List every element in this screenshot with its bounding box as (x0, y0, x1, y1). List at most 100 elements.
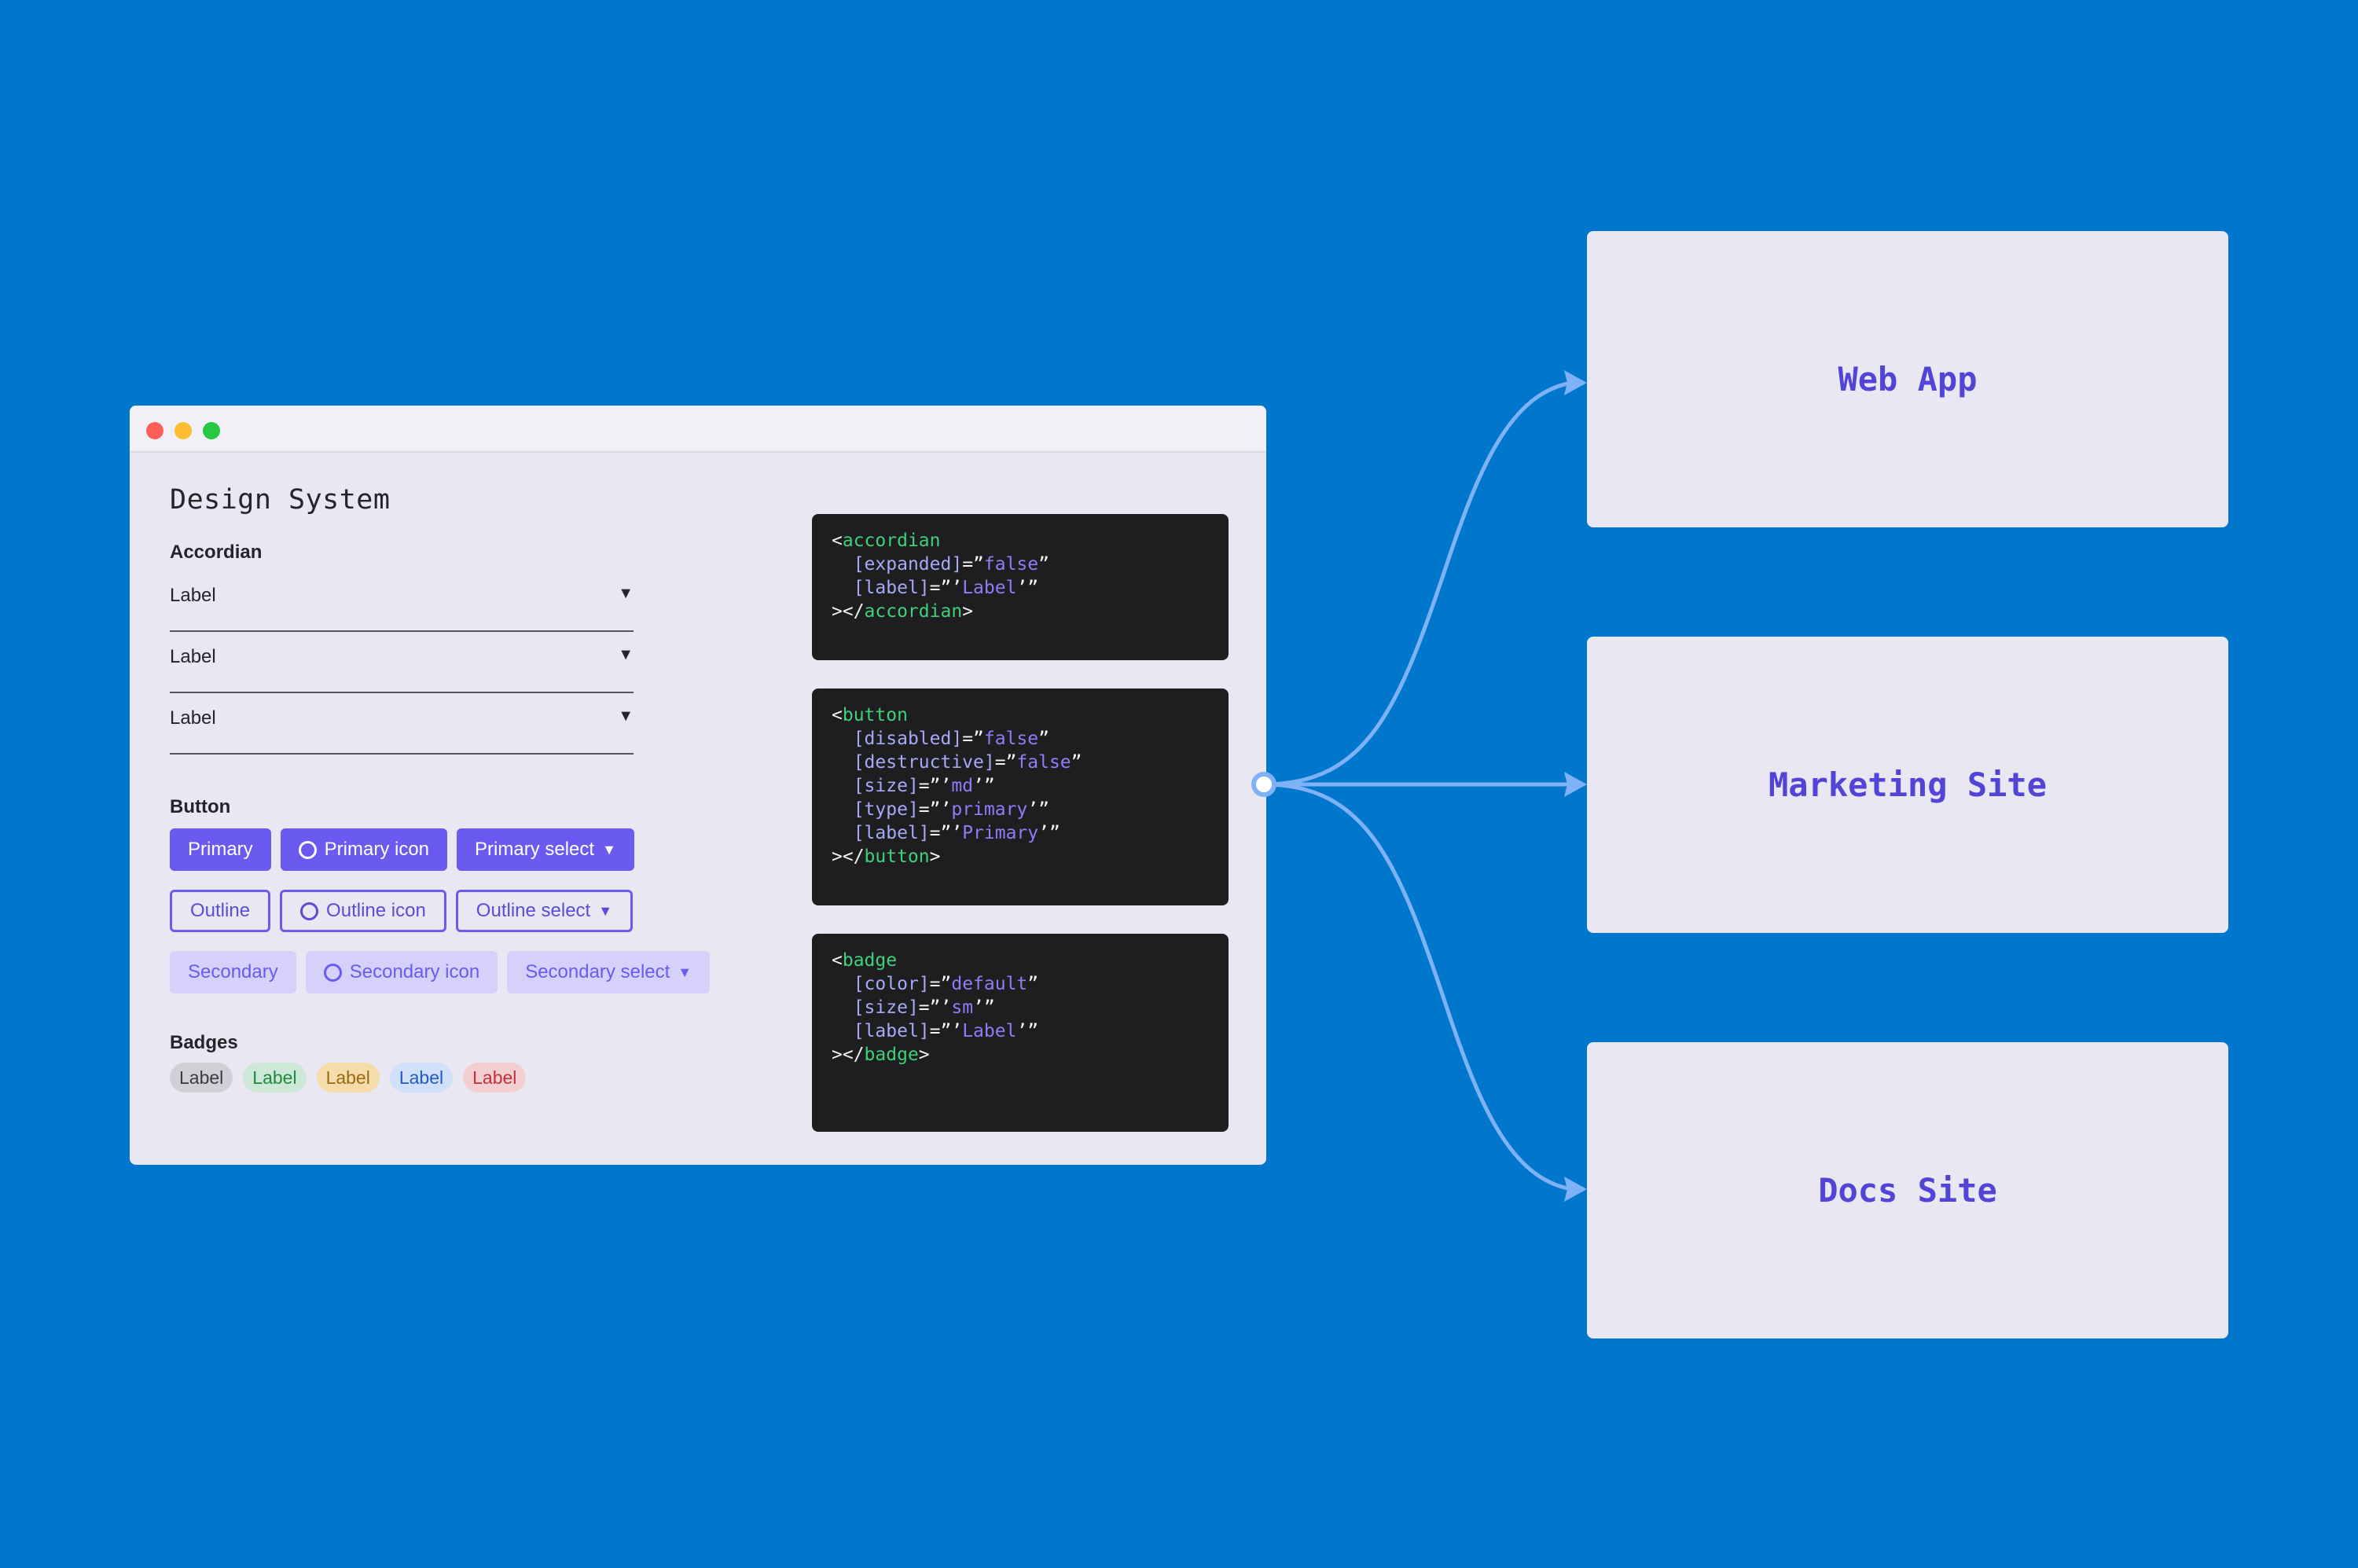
page-title: Design System (170, 484, 391, 516)
code-punct: ’” (1027, 799, 1049, 820)
caret-down-icon: ▼ (618, 585, 634, 602)
badges-heading: Badges (170, 1032, 238, 1053)
secondary-button[interactable]: Secondary (170, 951, 296, 993)
code-punct: ” (1027, 974, 1039, 994)
circle-icon (323, 963, 342, 982)
arrowhead-icon (1564, 772, 1587, 797)
code-value: false (983, 729, 1039, 749)
code-punct: ’” (1016, 578, 1039, 598)
code-punct: =” (962, 729, 984, 749)
code-tag: accordian (864, 601, 963, 622)
button-label: Outline select (476, 900, 591, 921)
code-value: primary (951, 799, 1028, 820)
code-value: Primary (962, 823, 1039, 843)
code-attr: [expanded] (853, 554, 963, 575)
badge-yellow: Label (316, 1063, 380, 1092)
code-punct: ’” (973, 776, 995, 796)
accordion-item[interactable]: Label ▼ (170, 633, 634, 693)
outline-icon-button[interactable]: Outline icon (280, 890, 446, 932)
connector-to-web-app (1263, 380, 1573, 787)
badge-red: Label (463, 1063, 527, 1092)
code-attr: [label] (853, 1021, 930, 1041)
code-tag: badge (842, 950, 898, 971)
accordion-item[interactable]: Label ▼ (170, 695, 634, 755)
target-docs-site: Docs Site (1587, 1042, 2228, 1338)
code-punct: ’” (1038, 823, 1060, 843)
secondary-icon-button[interactable]: Secondary icon (305, 951, 498, 993)
primary-button-row: Primary Primary icon Primary select ▼ (170, 828, 634, 871)
secondary-select-button[interactable]: Secondary select ▼ (507, 951, 711, 993)
button-label: Secondary select (525, 961, 670, 982)
accordion-item[interactable]: Label ▼ (170, 572, 634, 632)
code-attr: [size] (853, 997, 919, 1018)
target-label: Docs Site (1818, 1171, 1997, 1210)
code-punct: ” (1038, 554, 1049, 575)
primary-select-button[interactable]: Primary select ▼ (457, 828, 634, 871)
code-value: md (951, 776, 974, 796)
button-label: Secondary (188, 961, 278, 982)
accordion-code-block: <accordian [expanded]=”false” [label]=”’… (812, 514, 1229, 660)
badge-code-block: <badge [color]=”default” [size]=”’sm’” [… (812, 934, 1229, 1132)
code-attr: [destructive] (853, 752, 995, 773)
close-window-button[interactable] (146, 422, 163, 439)
code-punct: =”’ (918, 776, 952, 796)
code-tag: badge (864, 1045, 919, 1065)
badge-blue: Label (389, 1063, 454, 1092)
caret-down-icon: ▼ (598, 902, 613, 919)
code-tag: accordian (842, 531, 941, 551)
design-system-window: Design System Accordian Label ▼ Label ▼ … (130, 406, 1266, 1165)
code-value: sm (951, 997, 974, 1018)
code-punct: ’” (973, 997, 995, 1018)
accordion-heading: Accordian (170, 542, 263, 563)
badge-row: Label Label Label Label Label (170, 1063, 527, 1092)
target-label: Web App (1838, 360, 1978, 398)
button-code-block: <button [disabled]=”false” [destructive]… (812, 689, 1229, 905)
outline-button[interactable]: Outline (170, 890, 271, 932)
code-punct: =”’ (929, 823, 963, 843)
code-attr: [label] (853, 823, 930, 843)
primary-button[interactable]: Primary (170, 828, 271, 871)
code-attr: [disabled] (853, 729, 963, 749)
connector-to-docs-site (1263, 782, 1573, 1192)
button-heading: Button (170, 796, 231, 817)
code-punct: =”’ (929, 1021, 963, 1041)
code-punct: =”’ (918, 799, 952, 820)
caret-down-icon: ▼ (618, 707, 634, 725)
accordion-item-label: Label (170, 646, 216, 667)
accordion-item-label: Label (170, 585, 216, 606)
maximize-window-button[interactable] (203, 422, 220, 439)
code-punct: ” (1071, 752, 1082, 773)
button-label: Primary select (475, 839, 595, 860)
code-attr: [color] (853, 974, 930, 994)
target-label: Marketing Site (1768, 766, 2047, 804)
badge-gray: Label (170, 1063, 233, 1092)
code-value: default (951, 974, 1028, 994)
circle-icon (300, 902, 319, 920)
button-label: Primary (188, 839, 253, 860)
code-tag: button (864, 846, 930, 867)
target-marketing-site: Marketing Site (1587, 637, 2228, 933)
primary-icon-button[interactable]: Primary icon (280, 828, 448, 871)
arrowhead-icon (1564, 1177, 1587, 1202)
circle-icon (298, 840, 317, 859)
button-label: Outline icon (326, 900, 426, 921)
badge-green: Label (243, 1063, 307, 1092)
caret-down-icon: ▼ (618, 646, 634, 663)
code-punct: ” (1038, 729, 1049, 749)
window-titlebar (130, 406, 1266, 453)
minimize-window-button[interactable] (174, 422, 192, 439)
code-punct: =” (994, 752, 1017, 773)
code-punct: =”’ (918, 997, 952, 1018)
code-attr: [label] (853, 578, 930, 598)
outline-select-button[interactable]: Outline select ▼ (455, 890, 634, 932)
code-punct: =”’ (929, 578, 963, 598)
button-label: Primary icon (324, 839, 430, 860)
outline-button-row: Outline Outline icon Outline select ▼ (170, 890, 634, 932)
accordion-item-label: Label (170, 707, 216, 729)
caret-down-icon: ▼ (678, 964, 692, 980)
caret-down-icon: ▼ (602, 841, 616, 857)
target-web-app: Web App (1587, 231, 2228, 527)
code-tag: button (842, 705, 908, 725)
button-label: Outline (190, 900, 251, 921)
code-attr: [size] (853, 776, 919, 796)
